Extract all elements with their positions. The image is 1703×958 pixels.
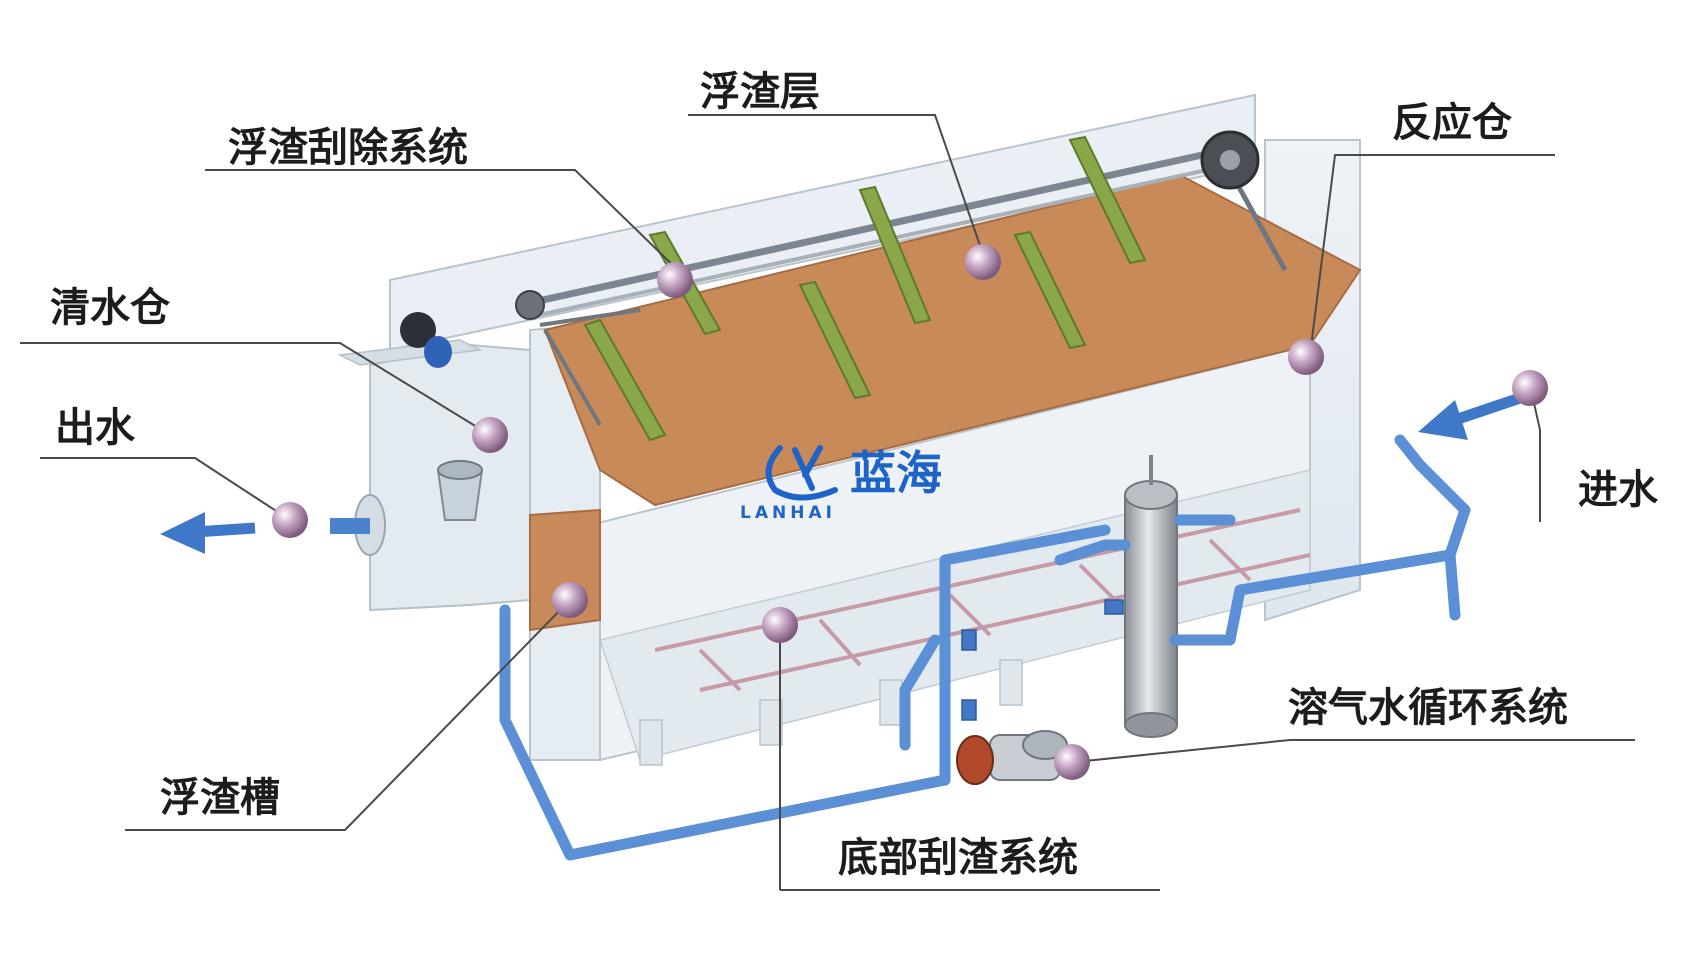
outlet-arrow	[160, 512, 256, 554]
marker-scum-trough	[552, 582, 588, 618]
lanhai-logo-mark	[765, 445, 838, 501]
marker-outlet	[272, 502, 308, 538]
circulation-pump	[956, 730, 1068, 785]
logo-text-cn: 蓝海	[850, 446, 942, 500]
label-scum-trough: 浮渣槽	[160, 775, 280, 821]
scraper-rails	[515, 130, 1288, 427]
logo-text-en: LANHAI	[740, 503, 836, 523]
marker-bottom-scraper	[762, 607, 798, 643]
leader-lines	[20, 114, 1635, 891]
label-outlet: 出水	[55, 405, 135, 451]
label-scum-layer: 浮渣层	[700, 69, 820, 115]
dissolved-air-tank	[1124, 455, 1178, 738]
marker-clear-water	[472, 417, 508, 453]
marker-dissolved-air	[1054, 744, 1090, 780]
marker-scum-scraper	[657, 262, 693, 298]
label-dissolved-air-system: 溶气水循环系统	[1288, 685, 1568, 731]
label-scum-scraper-system: 浮渣刮除系统	[228, 125, 468, 171]
label-reaction-tank: 反应仓	[1392, 100, 1512, 146]
scraper-blades	[583, 135, 1147, 442]
valves	[961, 599, 1124, 721]
marker-balls	[272, 244, 1548, 780]
blue-piping	[499, 434, 1471, 861]
label-clear-water-tank: 清水仓	[50, 285, 170, 331]
marker-inlet	[1512, 370, 1548, 406]
marker-scum-layer	[965, 244, 1001, 280]
marker-reaction-tank	[1288, 339, 1324, 375]
label-bottom-scraper-system: 底部刮渣系统	[838, 835, 1078, 881]
inlet-arrow	[1418, 392, 1522, 440]
label-inlet: 进水	[1578, 467, 1658, 513]
